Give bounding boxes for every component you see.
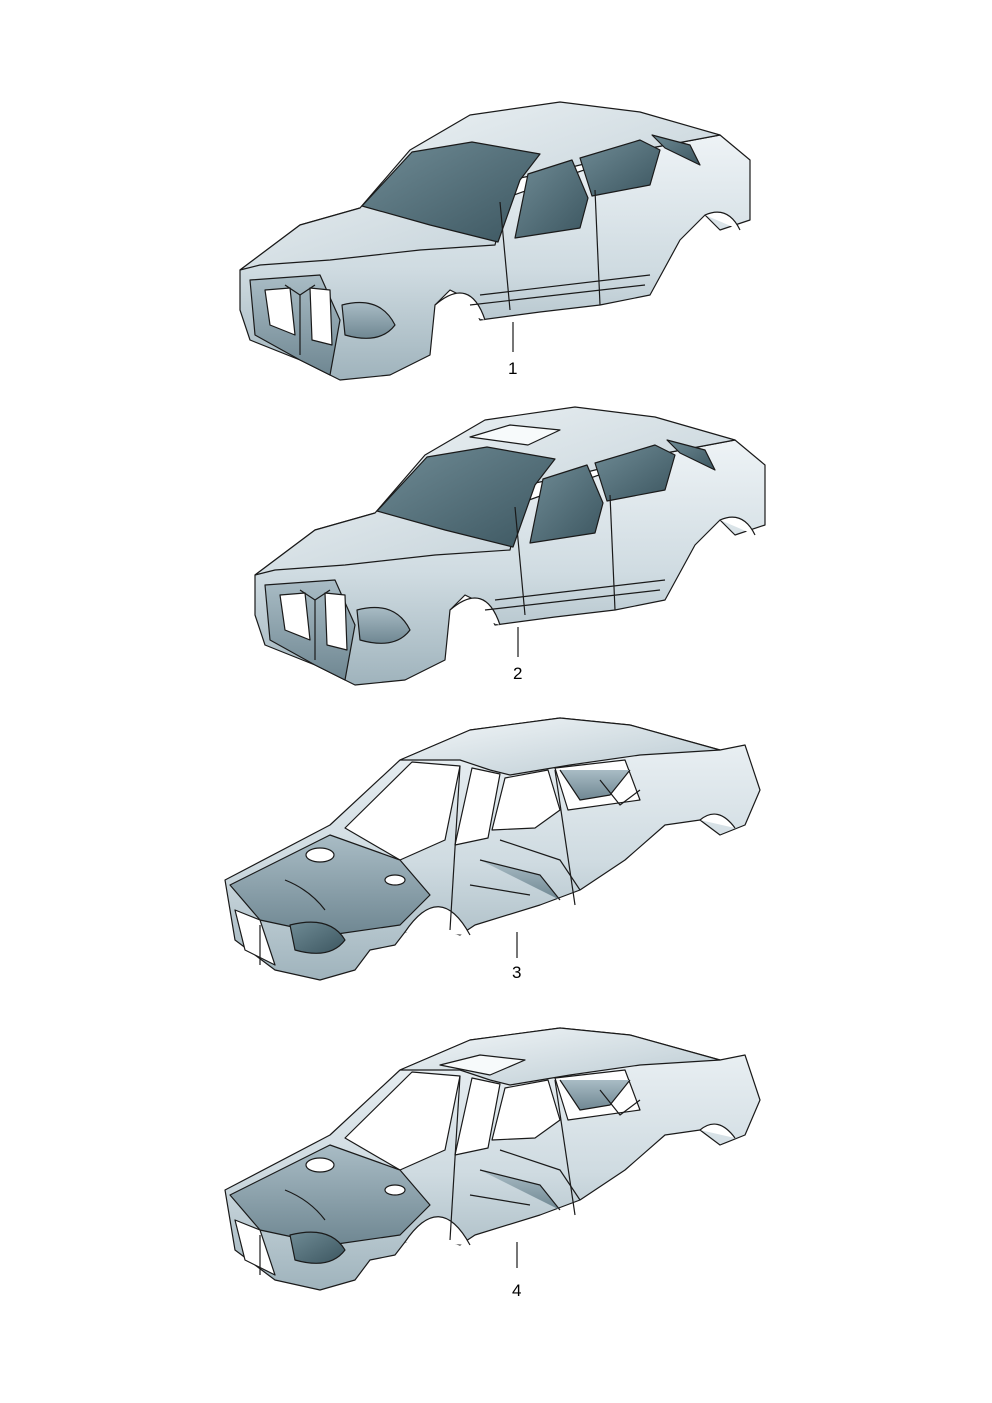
- callout-label-4: 4: [512, 1281, 522, 1300]
- car-body-closed-sunroof-illustration: [254, 406, 766, 686]
- car-body-closed-illustration: [239, 101, 751, 381]
- callout-label-3: 3: [512, 963, 522, 982]
- car-body-figure-1: 1: [0, 90, 992, 390]
- car-frame-sunroof-illustration: [224, 1027, 761, 1291]
- car-body-figure-2: 2: [0, 395, 992, 695]
- callout-label-1: 1: [508, 359, 518, 378]
- car-frame-figure-3: 3: [0, 710, 992, 990]
- callout-label-2: 2: [513, 664, 523, 683]
- car-frame-illustration: [224, 717, 761, 981]
- car-frame-figure-4: 4: [0, 1010, 992, 1300]
